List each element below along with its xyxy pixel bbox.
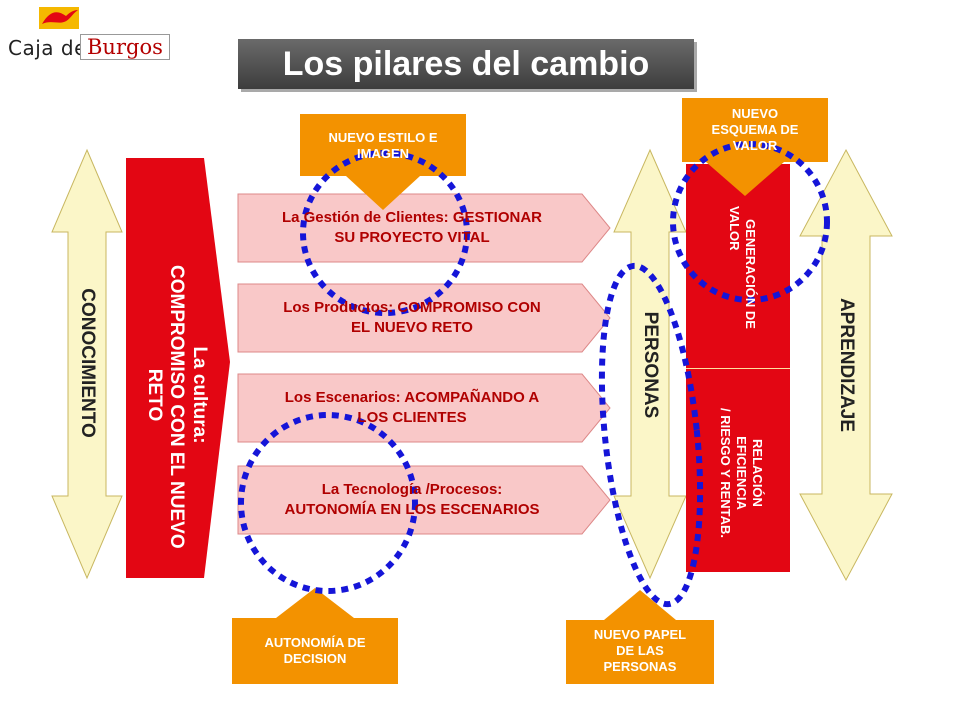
pillar-shape-1 xyxy=(237,193,611,263)
nuevo-papel-line-1: NUEVO PAPEL xyxy=(593,627,687,642)
red-column-bottom xyxy=(686,369,790,572)
aprendizaje-arrow xyxy=(799,148,893,582)
culture-line-1: La cultura: xyxy=(189,346,210,444)
generacion-valor-text: GENERACIÓN DE VALOR xyxy=(718,174,758,374)
pillar-shape-3 xyxy=(237,373,611,443)
nuevo-papel-arrow-shape xyxy=(566,590,714,684)
conocimiento-arrow xyxy=(51,148,123,580)
red-column-top xyxy=(686,164,790,368)
logo-text-caja: Caja de xyxy=(8,36,87,60)
page-title: Los pilares del cambio xyxy=(238,39,694,89)
generacion-line-1: GENERACIÓN DE xyxy=(743,219,758,329)
autonomia-line-2: DECISION xyxy=(283,651,347,666)
personas-label: PERSONAS xyxy=(640,311,661,419)
pillar-1-line-1: La Gestión de Clientes: GESTIONAR xyxy=(281,209,543,226)
nuevo-estilo-callout: NUEVO ESTILO E IMAGEN xyxy=(300,118,466,174)
pillar-3-line-2: LOS CLIENTES xyxy=(357,409,467,426)
dotted-ellipse-esquema xyxy=(670,141,830,303)
pillar-label-2: Los Productos: COMPROMISO CON EL NUEVO R… xyxy=(238,284,586,352)
nuevo-papel-line-2: DE LAS xyxy=(616,643,664,658)
nuevo-estilo-arrow-shape xyxy=(300,114,466,210)
culture-banner-shape xyxy=(126,158,230,578)
relacion-eficiencia-text: RELACIÓN EFICIENCIA / RIESGO Y RENTAB. xyxy=(711,373,765,573)
nuevo-esquema-line-1: NUEVO xyxy=(731,106,779,121)
pillar-2-line-2: EL NUEVO RETO xyxy=(351,319,473,336)
nuevo-esquema-line-2: ESQUEMA DE xyxy=(711,122,799,137)
pillar-2-line-1: Los Productos: COMPROMISO CON xyxy=(283,299,541,316)
pillar-shape-2 xyxy=(237,283,611,353)
nuevo-esquema-callout: NUEVO ESQUEMA DE VALOR xyxy=(682,100,828,160)
nuevo-papel-callout: NUEVO PAPEL DE LAS PERSONAS xyxy=(566,620,714,682)
pillar-label-1: La Gestión de Clientes: GESTIONAR SU PRO… xyxy=(238,194,586,262)
logo-text-burgos: Burgos xyxy=(80,34,170,60)
bird-logo-icon xyxy=(39,7,79,29)
nuevo-estilo-line-1: NUEVO ESTILO E xyxy=(328,130,438,145)
dotted-ellipse-autonomia xyxy=(238,412,418,594)
conocimiento-label: CONOCIMIENTO xyxy=(77,288,98,438)
culture-line-3: RETO xyxy=(144,368,165,422)
nuevo-papel-line-3: PERSONAS xyxy=(603,659,677,674)
aprendizaje-label: APRENDIZAJE xyxy=(836,297,857,433)
nuevo-estilo-line-2: IMAGEN xyxy=(357,146,409,161)
personas-arrow xyxy=(613,148,687,580)
logo: Caja de Burgos xyxy=(0,0,170,66)
relacion-line-1: RELACIÓN xyxy=(750,439,765,507)
pillar-label-4: La Tecnología /Procesos: AUTONOMÍA EN LO… xyxy=(238,466,586,534)
generacion-line-2: VALOR xyxy=(727,206,742,251)
autonomia-arrow-shape xyxy=(232,588,398,684)
relacion-line-2: EFICIENCIA xyxy=(734,436,749,510)
culture-banner-text: La cultura: COMPROMISO CON EL NUEVO RETO xyxy=(121,265,211,549)
pillar-4-line-1: La Tecnología /Procesos: xyxy=(321,481,503,498)
pillar-shape-4 xyxy=(237,465,611,535)
pillar-3-line-1: Los Escenarios: ACOMPAÑANDO A xyxy=(284,389,540,406)
autonomia-line-1: AUTONOMÍA DE xyxy=(264,635,366,650)
relacion-line-3: / RIESGO Y RENTAB. xyxy=(718,407,733,539)
pillar-1-line-2: SU PROYECTO VITAL xyxy=(334,229,490,246)
pillar-label-3: Los Escenarios: ACOMPAÑANDO A LOS CLIENT… xyxy=(238,374,586,442)
culture-line-2: COMPROMISO CON EL NUEVO xyxy=(166,265,187,549)
pillar-4-line-2: AUTONOMÍA EN LOS ESCENARIOS xyxy=(284,501,540,518)
autonomia-callout: AUTONOMÍA DE DECISION xyxy=(232,620,398,682)
dotted-ellipse-personas xyxy=(598,262,704,608)
nuevo-esquema-line-3: VALOR xyxy=(732,138,778,153)
dotted-ellipse-estilo xyxy=(300,150,470,316)
